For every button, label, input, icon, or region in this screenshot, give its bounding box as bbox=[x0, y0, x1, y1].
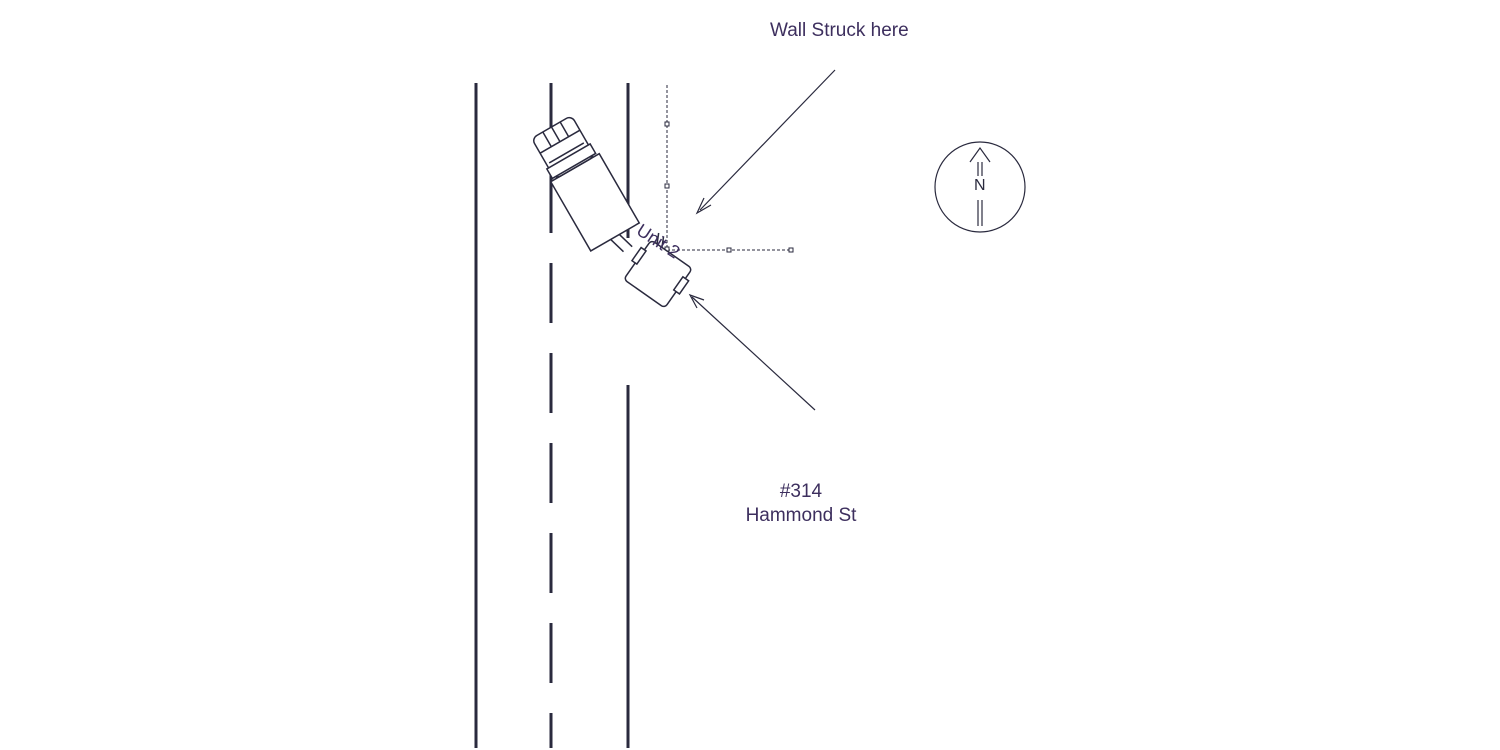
address-label: #314 Hammond St bbox=[730, 480, 872, 528]
north-arrow-icon bbox=[934, 141, 1026, 233]
north-label: N bbox=[974, 177, 986, 194]
address-street: Hammond St bbox=[745, 505, 857, 526]
address-number: #314 bbox=[779, 481, 823, 502]
wall-dotted-lines bbox=[664, 85, 794, 253]
address-arrow bbox=[688, 293, 816, 411]
truck-icon bbox=[533, 116, 641, 253]
car-icon bbox=[624, 232, 692, 308]
wall-struck-arrow bbox=[695, 69, 836, 215]
wall-struck-label: Wall Struck here bbox=[770, 20, 909, 41]
